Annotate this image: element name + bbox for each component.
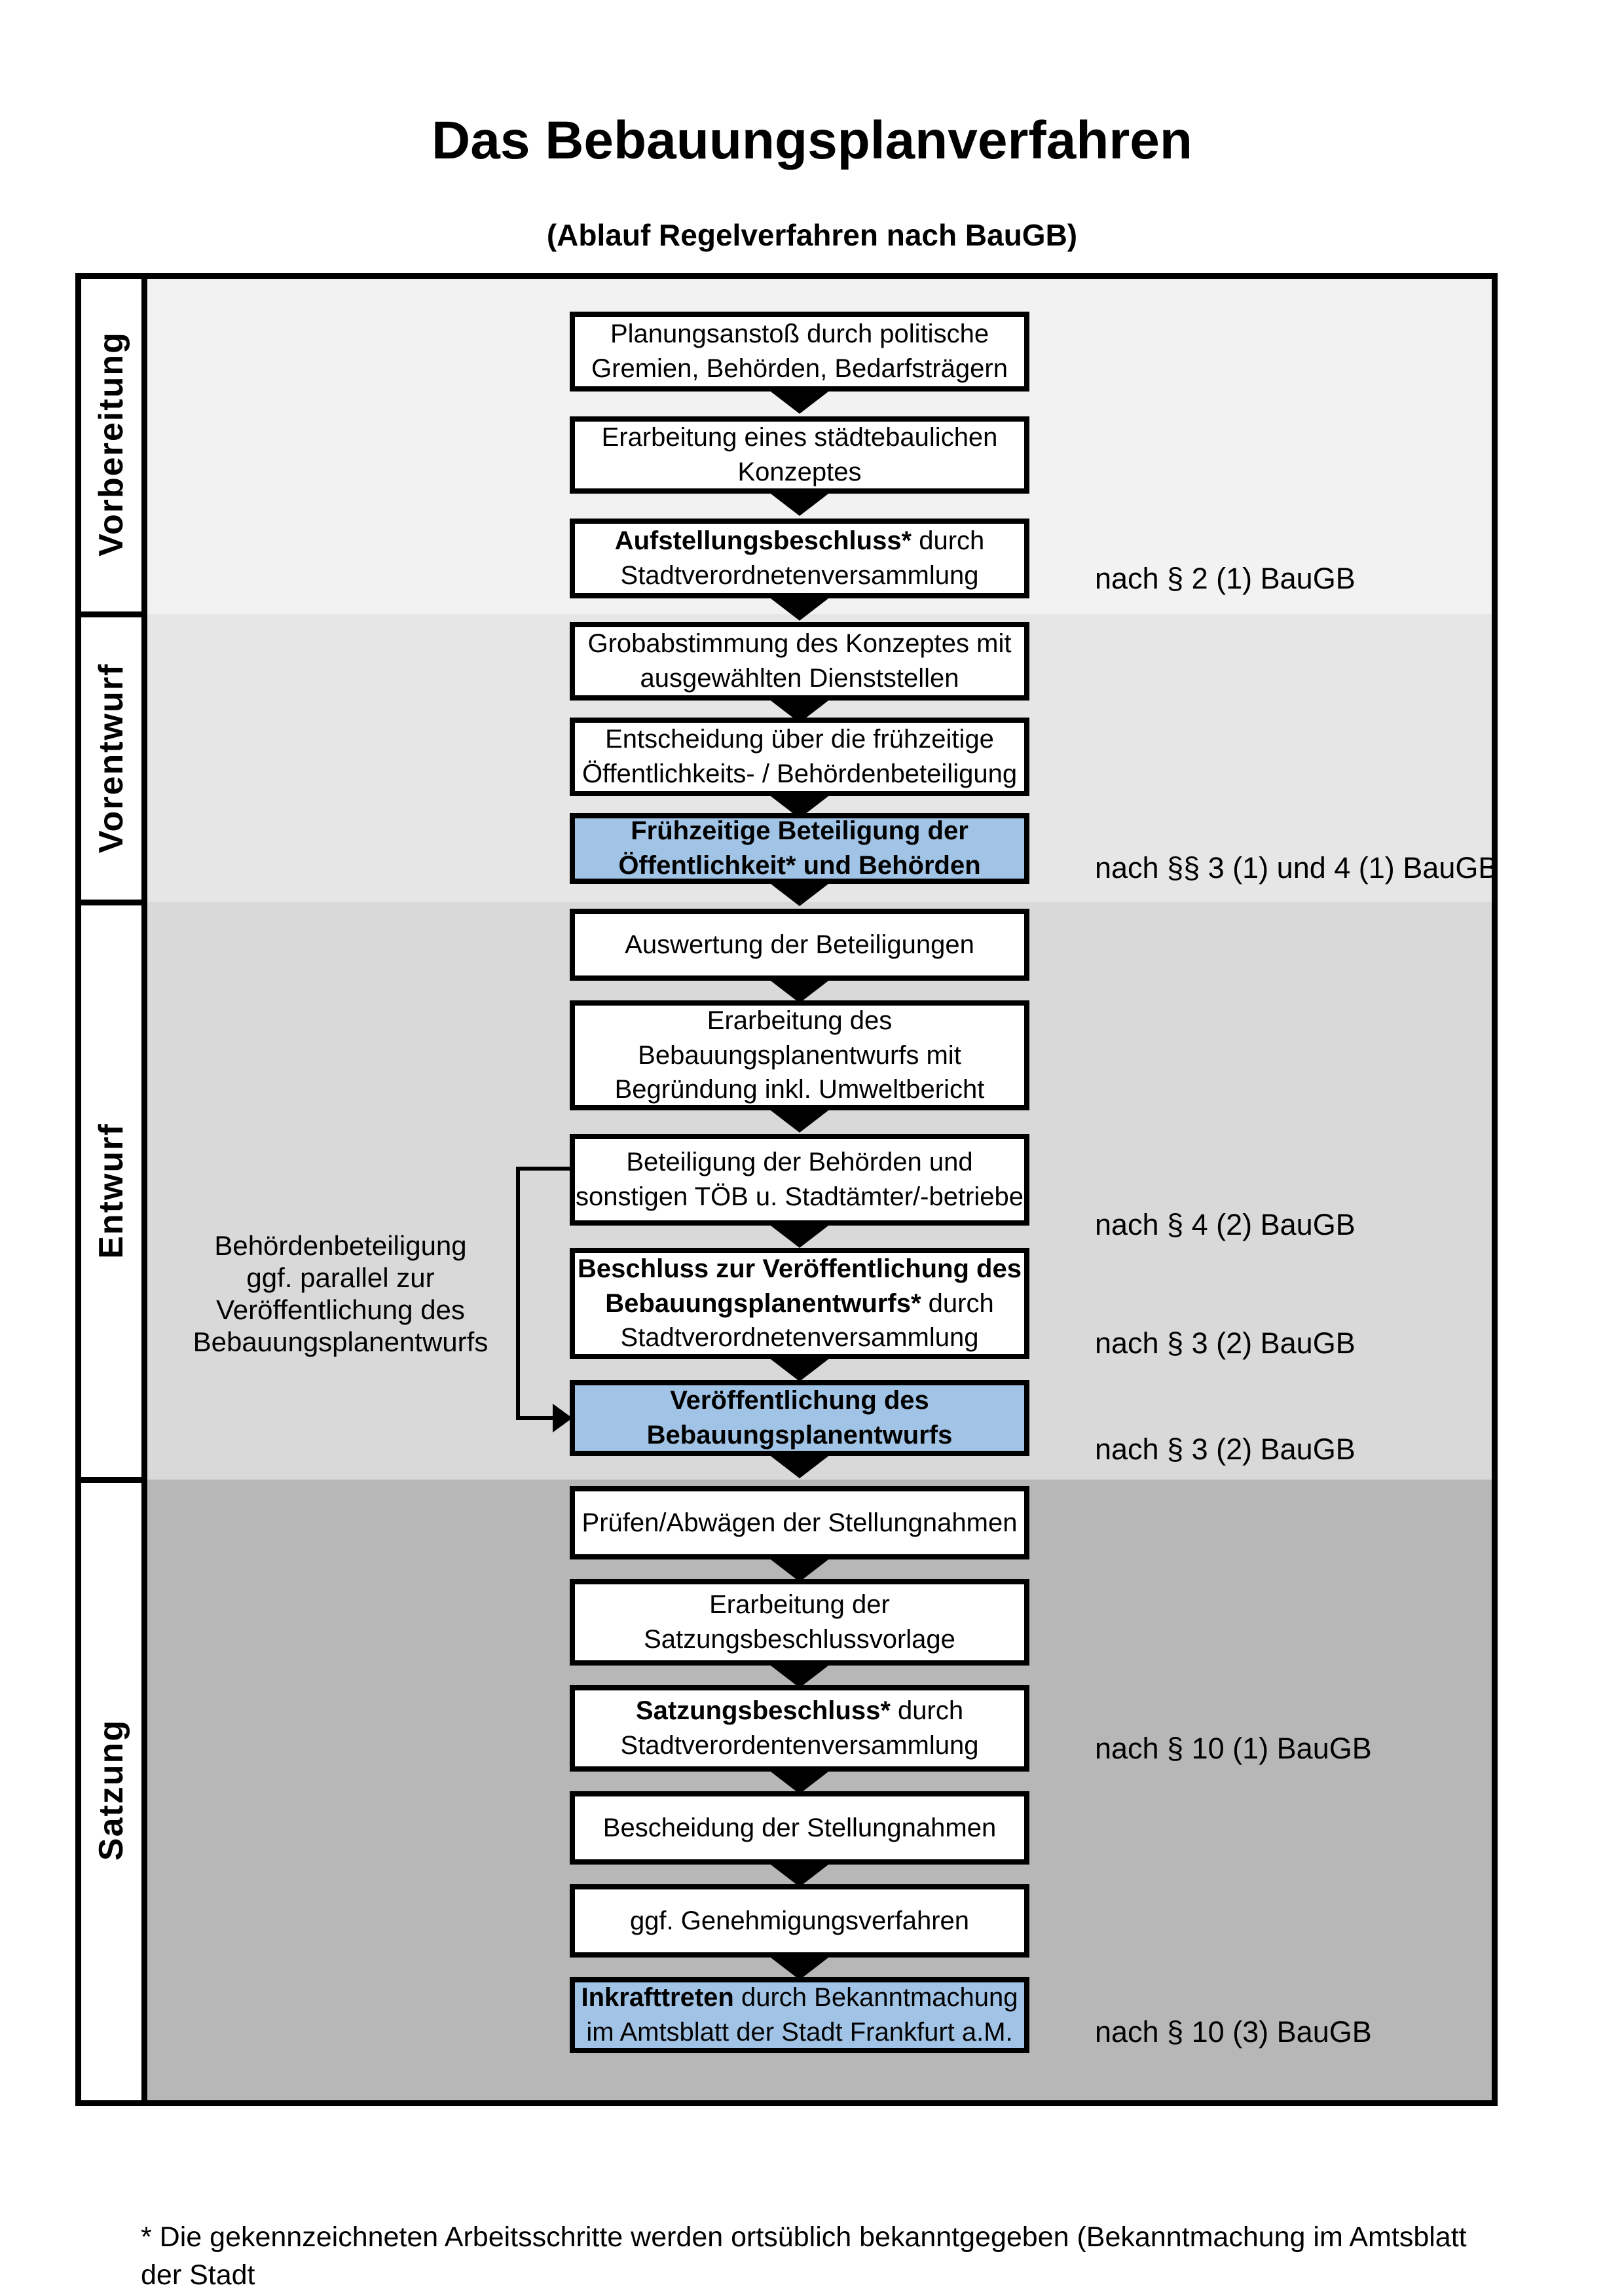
footnote-line: * Die gekennzeichneten Arbeitsschritte w… — [141, 2221, 1483, 2291]
flow-box-text-line: Aufstellungsbeschluss* durch — [614, 526, 985, 556]
flow-arrow-down-icon — [766, 1556, 834, 1582]
flow-arrow-down-icon — [766, 1662, 834, 1688]
flow-box-text-line: Veröffentlichung des — [670, 1386, 929, 1415]
side-note-line: Behördenbeteiligung — [214, 1230, 467, 1261]
flow-box-text-line: Erarbeitung eines städtebaulichen — [601, 423, 998, 452]
flow-arrow-down-icon — [766, 1768, 834, 1794]
flow-arrow-down-icon — [766, 1452, 834, 1478]
flow-box-text-line: ggf. Genehmigungsverfahren — [629, 1906, 970, 1935]
side-note-line: ggf. parallel zur — [246, 1262, 435, 1293]
flow-box-text-line: Begründung inkl. Umweltbericht — [614, 1075, 985, 1104]
flow-box-text-line: Satzungsbeschluss* durch — [635, 1696, 964, 1726]
connector-bottom-line — [516, 1416, 554, 1420]
flow-arrow-down-icon — [766, 977, 834, 1003]
law-reference: nach § 10 (3) BauGB — [1095, 2015, 1372, 2049]
flow-box-text-line: ausgewählten Dienststellen — [640, 664, 959, 693]
phase-divider-line — [81, 900, 147, 905]
law-reference: nach §§ 3 (1) und 4 (1) BauGB — [1095, 851, 1498, 884]
connector-arrowhead-icon — [553, 1404, 572, 1432]
flow-box-text-line: Prüfen/Abwägen der Stellungnahmen — [581, 1508, 1018, 1537]
flow-box-16: ggf. Genehmigungsverfahren — [570, 1884, 1029, 1958]
flow-box-text-line: Beteiligung der Behörden und — [626, 1148, 973, 1177]
flow-box-text-line: Konzeptes — [737, 458, 862, 486]
flow-box-12: Prüfen/Abwägen der Stellungnahmen — [570, 1486, 1029, 1559]
flow-box-text-line: Gremien, Behörden, Bedarfsträgern — [591, 354, 1008, 383]
law-reference: nach § 10 (1) BauGB — [1095, 1732, 1372, 1765]
law-reference: nach § 2 (1) BauGB — [1095, 562, 1356, 595]
flow-box-text-line: Stadtverordnetenversammlung — [620, 1323, 979, 1353]
flow-box-7: Auswertung der Beteiligungen — [570, 909, 1029, 981]
side-note-line: Bebauungsplanentwurfs — [193, 1326, 489, 1357]
flow-box-9: Beteiligung der Behörden und sonstigen TÖ… — [570, 1134, 1029, 1226]
flow-arrow-down-icon — [766, 1222, 834, 1248]
flow-arrow-down-icon — [766, 1861, 834, 1887]
flow-box-text-line: Stadtverordentenversammlung — [620, 1731, 979, 1760]
phase-label-entwurf: Entwurf — [92, 1123, 130, 1259]
connector-top-line — [516, 1167, 572, 1171]
flow-arrow-down-icon — [766, 1355, 834, 1381]
flow-box-text-line: Stadtverordnetenversammlung — [620, 561, 979, 590]
flow-box-text-line: Bescheidung der Stellungnahmen — [602, 1813, 997, 1842]
phase-label-column — [81, 279, 147, 2100]
flow-box-text-line: Öffentlichkeit* und Behörden — [618, 851, 981, 880]
flow-box-text-line: Erarbeitung der — [709, 1590, 890, 1620]
flow-box-4: Grobabstimmung des Konzeptes mit ausgewäh… — [570, 622, 1029, 701]
law-reference: nach § 3 (2) BauGB — [1095, 1326, 1356, 1360]
flow-arrow-down-icon — [766, 1106, 834, 1133]
flow-box-text-line: Satzungsbeschlussvorlage — [644, 1625, 955, 1654]
phase-divider-line — [81, 611, 147, 617]
phase-label-vorentwurf: Vorentwurf — [92, 663, 130, 854]
flow-arrow-down-icon — [766, 490, 834, 516]
flow-box-text-line: Auswertung der Beteiligungen — [625, 930, 974, 959]
flow-box-text-line: Bebauungsplanentwurfs* durch — [605, 1288, 994, 1318]
flow-box-text-line: Planungsanstoß durch politische — [610, 319, 989, 349]
flow-box-text-line: sonstigen TÖB u. Stadtämter/-betriebe — [575, 1182, 1024, 1211]
phase-divider-line — [81, 1477, 147, 1483]
flow-box-text-line: im Amtsblatt der Stadt Frankfurt a.M. — [586, 2018, 1013, 2047]
flow-box-text-line: Bebauungsplanentwurfs — [646, 1421, 953, 1449]
flow-box-text-line: Grobabstimmung des Konzeptes mit — [587, 629, 1012, 659]
connector-vertical-line — [516, 1167, 520, 1420]
flow-box-17: Inkrafttreten durch Bekanntmachung im Amt… — [570, 1977, 1029, 2053]
flow-box-text-line: Inkrafttreten durch Bekanntmachung — [581, 1983, 1018, 2013]
page-title: Das Bebauungsplanverfahren — [432, 111, 1192, 170]
flow-box-text-line: Entscheidung über die frühzeitige — [605, 725, 994, 754]
flow-box-15: Bescheidung der Stellungnahmen — [570, 1791, 1029, 1865]
page-subtitle: (Ablauf Regelverfahren nach BauGB) — [546, 218, 1078, 252]
flow-box-text-line: Frühzeitige Beteiligung der — [631, 816, 969, 846]
footnote: * Die gekennzeichneten Arbeitsschritte w… — [141, 2142, 1516, 2296]
flow-box-text-line: Erarbeitung des — [707, 1006, 893, 1035]
phase-label-satzung: Satzung — [92, 1719, 130, 1861]
flow-arrow-down-icon — [766, 388, 834, 414]
flow-box-text-line: Bebauungsplanentwurfs mit — [638, 1040, 961, 1070]
flow-box-text-line: Öffentlichkeits- / Behördenbeteiligung — [581, 759, 1018, 788]
flow-box-text-line: Beschluss zur Veröffentlichung des — [578, 1254, 1022, 1283]
side-note-line: Veröffentlichung des — [216, 1294, 465, 1325]
law-reference: nach § 3 (2) BauGB — [1095, 1432, 1356, 1466]
flow-arrow-down-icon — [766, 1954, 834, 1980]
flow-arrow-down-icon — [766, 594, 834, 621]
flow-arrow-down-icon — [766, 880, 834, 906]
law-reference: nach § 4 (2) BauGB — [1095, 1208, 1356, 1241]
